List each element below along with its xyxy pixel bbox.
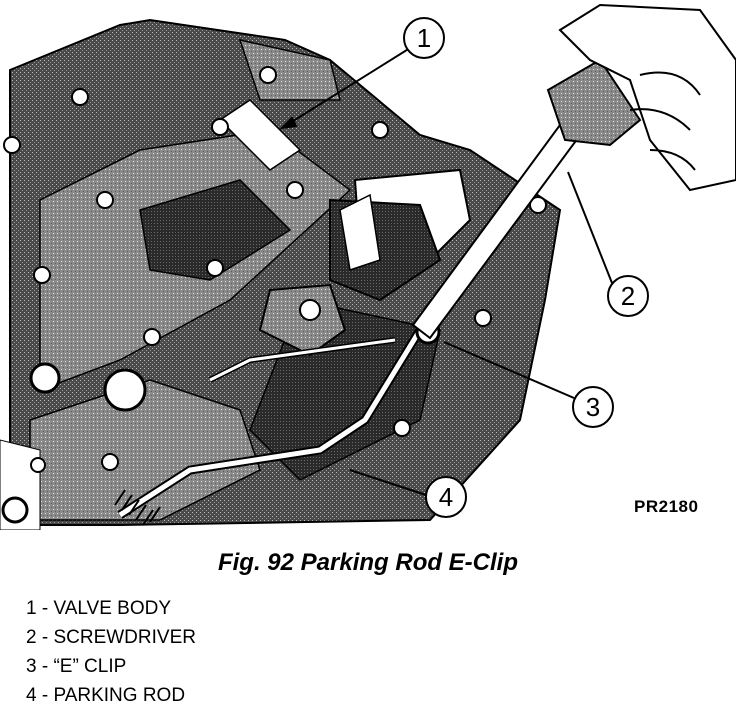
svg-text:1: 1	[417, 23, 431, 53]
screwdriver	[411, 58, 642, 340]
callout-4: 4	[425, 476, 467, 518]
legend-item: 3 - “E” CLIP	[26, 656, 127, 677]
legend-item: 1 - VALVE BODY	[26, 598, 172, 619]
parking-rod-spring	[114, 489, 161, 526]
detent-lever	[258, 168, 472, 357]
figure-code: PR2180	[634, 497, 699, 516]
legend-item: 2 - SCREWDRIVER	[26, 627, 196, 648]
valve-body-ports	[1, 362, 147, 524]
valve-body	[0, 18, 562, 530]
hand	[558, 3, 736, 192]
callout-1: 1	[403, 17, 445, 59]
figure-caption: Fig. 92 Parking Rod E-Clip	[217, 549, 519, 576]
legend-item: 4 - PARKING ROD	[26, 685, 186, 706]
callout-3: 3	[572, 386, 614, 428]
svg-text:4: 4	[439, 482, 453, 512]
legend: 1 - VALVE BODY 2 - SCREWDRIVER 3 - “E” C…	[26, 594, 196, 710]
svg-text:3: 3	[586, 392, 600, 422]
leader-lines	[279, 47, 613, 496]
parking-rod-illustration: 1 2 3 4	[0, 3, 736, 530]
callout-2: 2	[607, 275, 649, 317]
svg-text:2: 2	[621, 281, 635, 311]
parking-rod	[117, 327, 424, 519]
valve-body-bolts	[3, 66, 547, 473]
